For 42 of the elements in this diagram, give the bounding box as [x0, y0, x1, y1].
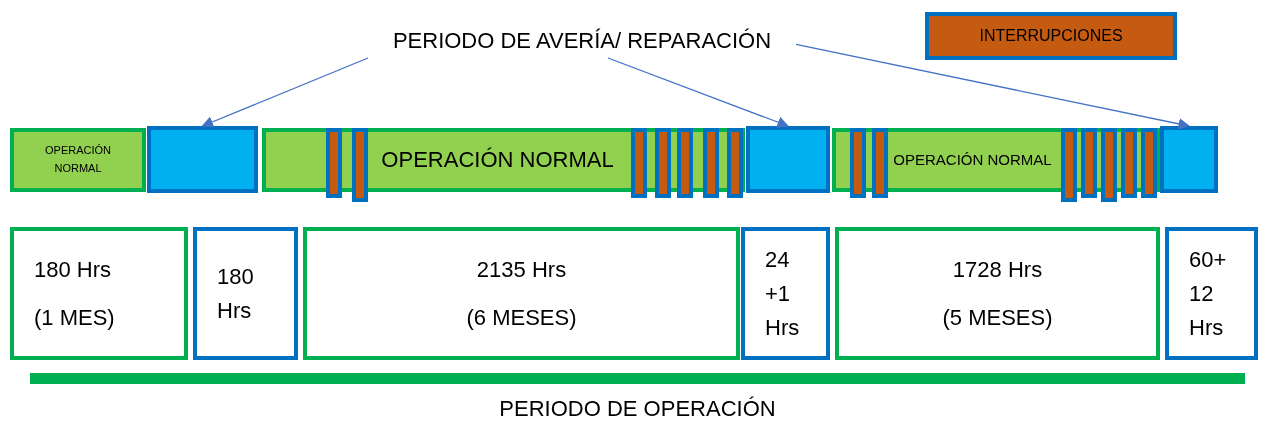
duration-text: 24 +1 Hrs	[765, 245, 801, 342]
interruption-bar	[655, 128, 671, 198]
duration-text: (6 MESES)	[465, 303, 578, 332]
duration-text: (1 MES)	[34, 303, 116, 332]
duration-box	[835, 227, 1160, 360]
duration-text: 180 Hrs	[217, 262, 255, 325]
arrow	[201, 57, 369, 128]
interruption-bar	[631, 128, 647, 198]
interruption-bar	[727, 128, 743, 198]
duration-text: 2135 Hrs	[475, 255, 568, 284]
arrow	[607, 57, 790, 128]
normal-operation-segment	[10, 128, 146, 192]
interruption-bar	[703, 128, 719, 198]
duration-text: 60+ 12 Hrs	[1189, 245, 1228, 342]
interruption-bar	[1121, 128, 1137, 198]
interruption-bar	[326, 128, 342, 198]
interruption-bar	[1081, 128, 1097, 198]
repair-segment	[1160, 126, 1218, 193]
interruption-bar	[872, 128, 888, 198]
interruption-bar	[352, 128, 368, 202]
duration-box	[193, 227, 298, 360]
duration-text: (5 MESES)	[941, 303, 1054, 332]
duration-text: 180 Hrs	[34, 255, 113, 284]
repair-segment	[147, 126, 258, 193]
callout-label: PERIODO DE AVERÍA/ REPARACIÓN	[368, 24, 796, 58]
duration-text: 1728 Hrs	[951, 255, 1044, 284]
duration-box	[741, 227, 830, 360]
timeline-label: PERIODO DE OPERACIÓN	[498, 396, 777, 422]
legend-label: INTERRUPCIONES	[979, 27, 1123, 45]
duration-box	[303, 227, 740, 360]
repair-segment	[746, 126, 830, 193]
interruption-bar	[850, 128, 866, 198]
segment-label: OPERACIÓN NORMAL	[44, 143, 112, 176]
interruption-bar	[677, 128, 693, 198]
interruption-bar	[1061, 128, 1077, 202]
segment-label: OPERACIÓN NORMAL	[893, 150, 1052, 170]
arrow	[795, 43, 1191, 130]
segment-label: OPERACIÓN NORMAL	[381, 146, 614, 175]
interruption-bar	[1101, 128, 1117, 202]
duration-box	[1165, 227, 1258, 360]
duration-box	[10, 227, 188, 360]
interruption-bar	[1141, 128, 1157, 198]
